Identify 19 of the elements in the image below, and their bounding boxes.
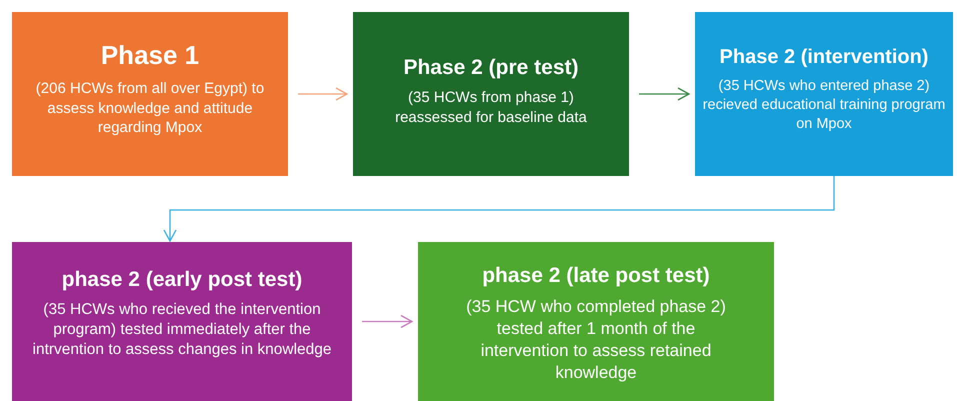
- arrow: [298, 87, 348, 101]
- process-box: [12, 242, 352, 401]
- arrow: [639, 87, 690, 101]
- process-box: [695, 12, 953, 176]
- process-box: [418, 242, 774, 401]
- phase-description: (35 HCWs who recieved the intervention program) tested immediately after the intrvention to assess changes in knowledge: [32, 300, 332, 360]
- phase-heading: phase 2 (late post test): [482, 264, 710, 288]
- phase-description: (35 HCWs from phase 1) reassessed for baseline data: [394, 88, 588, 127]
- phase-heading: Phase 2 (pre test): [403, 56, 579, 80]
- phase-heading: phase 2 (early post test): [62, 268, 302, 292]
- phase-description: (35 HCW who completed phase 2) tested after 1 month of the intervention to assess retained knowledge: [465, 296, 727, 384]
- process-box: [12, 12, 288, 176]
- phase-heading: Phase 1: [100, 40, 200, 71]
- phase-heading: Phase 2 (intervention): [720, 46, 928, 69]
- phase-description: (206 HCWs from all over Egypt) to assess knowledge and attitude regarding Mpox: [34, 79, 266, 138]
- arrow: [163, 176, 835, 242]
- arrow: [362, 314, 413, 328]
- process-box: [353, 12, 629, 176]
- phase-description: (35 HCWs who entered phase 2) recieved educational training program on Mpox: [702, 77, 946, 134]
